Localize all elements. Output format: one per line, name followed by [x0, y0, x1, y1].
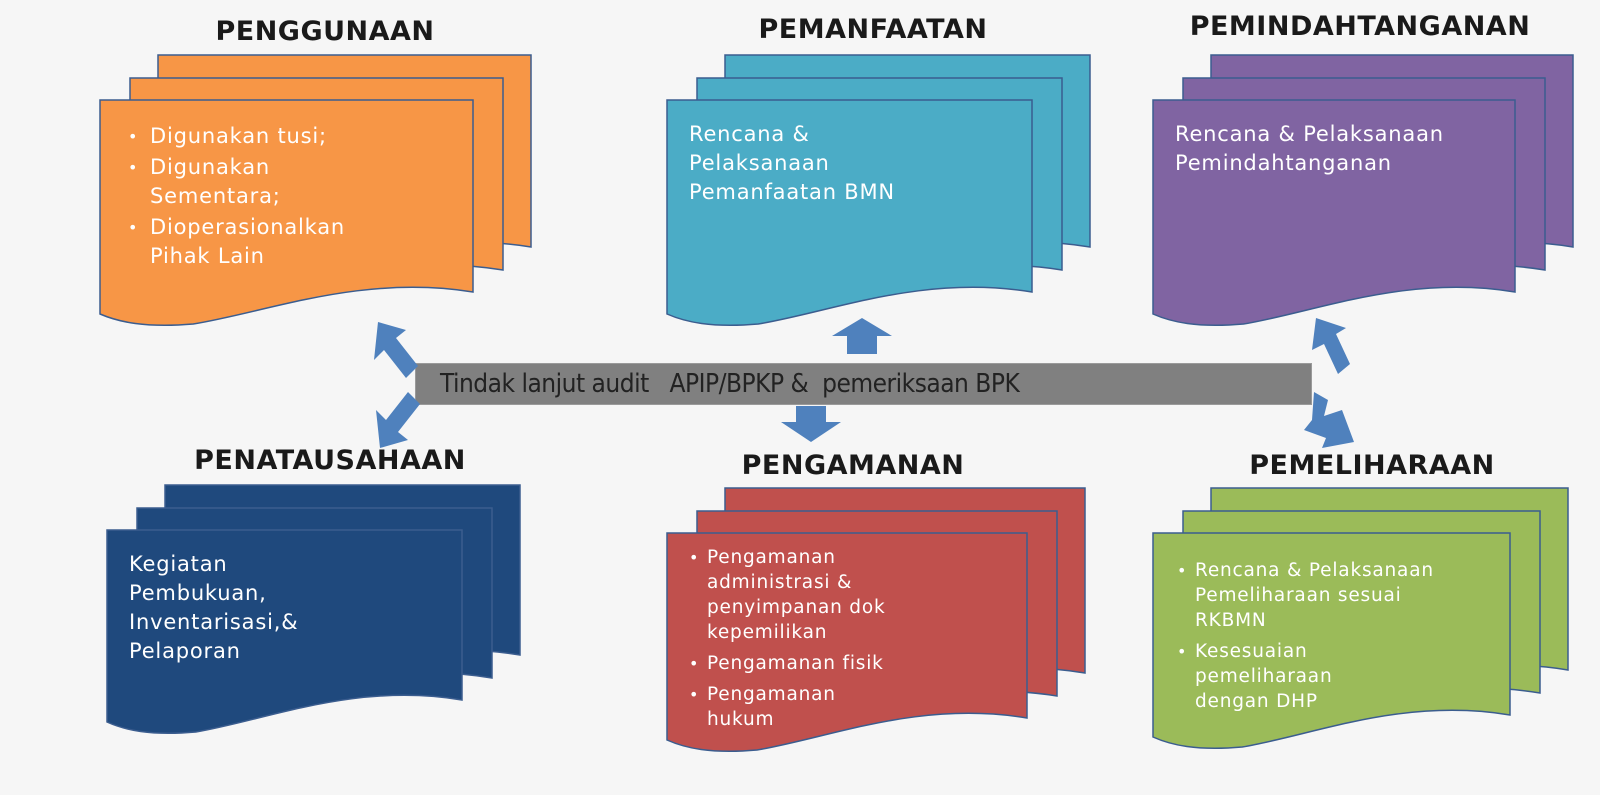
list-item: Rencana & Pelaksanaan Pemeliharaan sesua… — [1173, 558, 1455, 633]
card-text: Kegiatan Pembukuan, Inventarisasi,& Pela… — [129, 552, 299, 663]
list-item: Digunakan Sementara; — [120, 153, 350, 211]
document-page-front — [1152, 99, 1516, 327]
arrow-down-left-icon — [376, 392, 420, 448]
card-text: Rencana & Pelaksanaan Pemanfaatan BMN — [689, 122, 895, 204]
title-pemanfaatan: PEMANFAATAN — [758, 14, 988, 45]
document-stack-icon — [666, 54, 1091, 327]
document-stack-icon — [1152, 54, 1574, 327]
title-penggunaan: PENGGUNAAN — [215, 16, 435, 47]
card-pemindahtanganan: Rencana & Pelaksanaan Pemindahtanganan — [1152, 54, 1574, 327]
list-item: Pengamanan fisik — [685, 651, 895, 676]
arrow-down-icon — [781, 406, 841, 442]
card-penatausahaan: Kegiatan Pembukuan, Inventarisasi,& Pela… — [106, 484, 521, 735]
document-page-front — [106, 529, 463, 735]
card-pemeliharaan: Rencana & Pelaksanaan Pemeliharaan sesua… — [1152, 487, 1569, 750]
card-content: Digunakan tusi; Digunakan Sementara; Dio… — [120, 122, 420, 273]
title-penatausahaan: PENATAUSAHAAN — [194, 445, 466, 476]
audit-follow-up-bar: Tindak lanjut audit APIP/BPKP & pemeriks… — [415, 363, 1312, 405]
title-pengamanan: PENGAMANAN — [741, 450, 965, 481]
card-content: Pengamanan administrasi & penyimpanan do… — [685, 545, 895, 738]
title-pemeliharaan: PEMELIHARAAN — [1249, 450, 1495, 481]
list-item: Dioperasionalkan Pihak Lain — [120, 213, 370, 271]
arrow-up-right-icon — [1312, 318, 1350, 374]
list-item: Kesesuaian pemeliharaan dengan DHP — [1173, 639, 1365, 714]
document-stack-icon — [106, 484, 521, 735]
card-content: Rencana & Pelaksanaan Pemeliharaan sesua… — [1173, 558, 1463, 720]
card-penggunaan: Digunakan tusi; Digunakan Sementara; Dio… — [99, 54, 532, 327]
list-item: Pengamanan hukum — [685, 682, 857, 732]
card-pemanfaatan: Rencana & Pelaksanaan Pemanfaatan BMN — [666, 54, 1091, 327]
title-pemindahtanganan: PEMINDAHTANGANAN — [1189, 11, 1531, 42]
card-pengamanan: Pengamanan administrasi & penyimpanan do… — [666, 487, 1086, 753]
list-item: Pengamanan administrasi & penyimpanan do… — [685, 545, 895, 645]
list-item: Digunakan tusi; — [120, 122, 420, 151]
arrow-up-icon — [832, 318, 892, 354]
arrow-down-right-icon — [1304, 392, 1354, 448]
card-text: Rencana & Pelaksanaan Pemindahtanganan — [1175, 122, 1444, 175]
document-page-front — [666, 99, 1033, 327]
arrow-up-left-icon — [374, 322, 418, 378]
